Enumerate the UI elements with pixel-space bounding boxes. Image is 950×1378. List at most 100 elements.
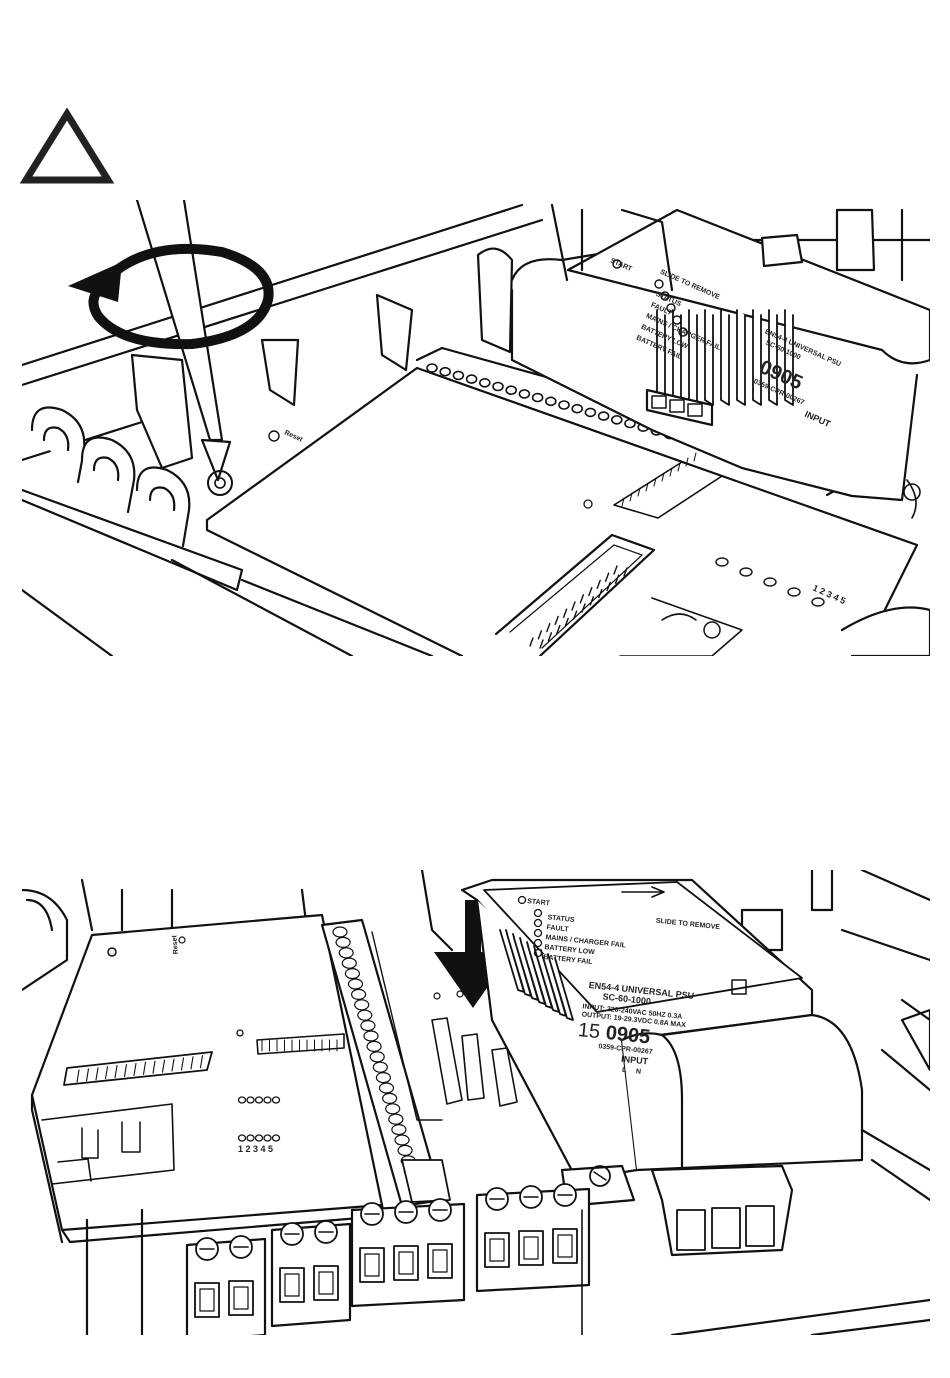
connector-pin bbox=[629, 492, 633, 502]
ribbon-pin bbox=[529, 637, 534, 647]
led bbox=[811, 597, 825, 607]
ribbon-pin bbox=[623, 567, 628, 577]
psu-input-terminal bbox=[650, 1164, 794, 1257]
ribbon-pin bbox=[547, 632, 553, 642]
header-pin bbox=[391, 1124, 407, 1136]
header-pin bbox=[558, 400, 570, 410]
terminal-block bbox=[475, 1187, 591, 1293]
connector-pin bbox=[653, 477, 657, 487]
ribbon-pin bbox=[564, 617, 569, 628]
psu-ce-body: 15 bbox=[577, 1019, 601, 1043]
top-illustration: 1 2 3 4 5 Reset bbox=[22, 200, 930, 656]
terminal-socket-inner bbox=[432, 1249, 448, 1273]
led bbox=[739, 567, 753, 577]
terminal-socket-inner bbox=[199, 1288, 215, 1312]
control-pcb: Reset 1 2 3 4 5 bbox=[30, 913, 386, 1244]
header-pin bbox=[357, 1009, 373, 1021]
pcb-header-strip bbox=[320, 918, 451, 1208]
slot-pin bbox=[142, 1061, 147, 1075]
slot-pin bbox=[190, 1056, 194, 1070]
ribbon-pin bbox=[556, 624, 561, 635]
slot-pin bbox=[85, 1068, 90, 1082]
ribbon-pin bbox=[579, 594, 585, 604]
terminal-socket bbox=[313, 1265, 339, 1301]
ribbon-pin bbox=[554, 615, 559, 626]
psu-fin bbox=[784, 309, 794, 406]
psu-fin bbox=[720, 309, 730, 406]
connector-pin bbox=[661, 472, 665, 482]
psu-fin bbox=[704, 309, 714, 406]
terminal-n-label: N bbox=[636, 1068, 642, 1075]
terminal-socket bbox=[518, 1230, 544, 1266]
header-pin bbox=[439, 366, 452, 377]
header-pin bbox=[584, 407, 597, 418]
slot-pin bbox=[76, 1069, 80, 1083]
ribbon-pin bbox=[614, 574, 620, 584]
header-pin bbox=[397, 1144, 413, 1156]
slot-pin bbox=[95, 1067, 99, 1081]
header-pin bbox=[492, 381, 504, 392]
bottom-illustration: Reset 1 2 3 4 5 bbox=[22, 870, 930, 1335]
slot-pin bbox=[123, 1063, 128, 1078]
warning-triangle-icon bbox=[20, 108, 114, 184]
reset-label: Reset bbox=[171, 934, 180, 954]
connector-pin bbox=[693, 452, 697, 462]
terminal-socket-inner bbox=[557, 1234, 573, 1258]
header-pin bbox=[571, 403, 584, 414]
header-pin bbox=[518, 389, 531, 399]
reset-label: Reset bbox=[283, 429, 304, 443]
header-pin bbox=[372, 1061, 388, 1073]
terminal-socket bbox=[552, 1228, 578, 1264]
psu-fault-label: FAULT bbox=[546, 924, 569, 933]
ribbon-pin bbox=[596, 579, 601, 590]
slot-pin bbox=[152, 1060, 156, 1074]
terminal-socket bbox=[194, 1282, 220, 1318]
slot-pin bbox=[199, 1055, 204, 1069]
connector-pin bbox=[621, 497, 625, 507]
led-ring bbox=[263, 1096, 272, 1104]
psu-fin bbox=[768, 309, 778, 406]
header-pin bbox=[610, 415, 623, 425]
psu-fin bbox=[688, 309, 698, 406]
led-indicators bbox=[237, 1096, 281, 1142]
slot-pin bbox=[114, 1065, 118, 1079]
terminal-socket-inner bbox=[398, 1251, 414, 1275]
psu-start-label: START bbox=[527, 898, 551, 907]
header-pin bbox=[344, 967, 360, 980]
header-pin bbox=[366, 1040, 382, 1052]
connector-pin bbox=[669, 467, 673, 477]
header-pin bbox=[388, 1113, 404, 1125]
led bbox=[237, 1134, 247, 1142]
rotate-arrow-icon bbox=[68, 243, 274, 350]
psu-fin bbox=[752, 309, 762, 406]
header-pin bbox=[544, 396, 557, 407]
header-pin bbox=[351, 988, 367, 1001]
header-pin bbox=[452, 370, 465, 381]
terminal-l-label: L bbox=[622, 1067, 628, 1074]
led bbox=[246, 1134, 255, 1142]
header-pin bbox=[385, 1103, 401, 1115]
header-pin bbox=[394, 1134, 410, 1146]
led-ring bbox=[237, 1096, 247, 1104]
connector-pin bbox=[645, 482, 649, 492]
screwdriver bbox=[135, 200, 233, 496]
terminal-socket-inner bbox=[489, 1238, 505, 1262]
connector-pin bbox=[677, 462, 681, 472]
header-pin bbox=[347, 978, 364, 990]
terminal-socket-inner bbox=[523, 1236, 539, 1260]
ribbon-pin bbox=[546, 622, 551, 633]
terminal-socket-inner bbox=[233, 1286, 249, 1310]
slot-pin bbox=[133, 1062, 137, 1076]
terminal-socket-inner bbox=[318, 1271, 334, 1295]
header-pin bbox=[478, 378, 491, 388]
header-pin bbox=[426, 363, 438, 373]
terminal-socket bbox=[279, 1267, 305, 1303]
psu-fin bbox=[736, 309, 746, 406]
header-pin bbox=[363, 1030, 379, 1042]
led-indicators bbox=[715, 557, 825, 607]
led-ring bbox=[254, 1096, 264, 1104]
terminal-socket-inner bbox=[284, 1273, 300, 1297]
slot-pin bbox=[104, 1066, 109, 1080]
terminal-socket bbox=[393, 1245, 419, 1281]
header-pin bbox=[335, 936, 351, 949]
